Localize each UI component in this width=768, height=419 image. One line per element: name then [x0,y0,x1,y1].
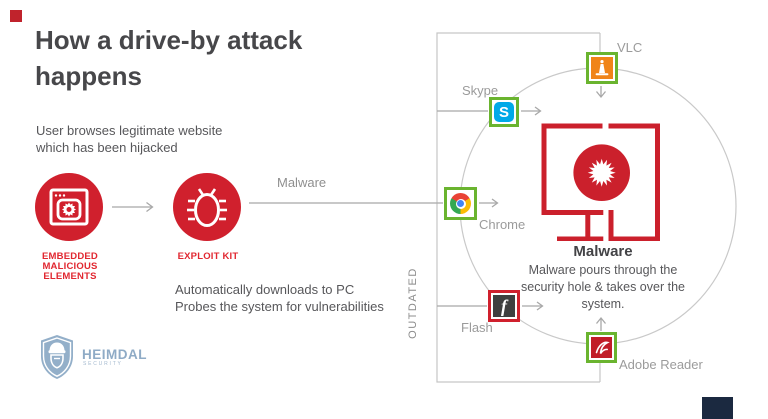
chrome-logo [450,193,471,214]
embedded-malicious-step [35,173,103,241]
malware-heading: Malware [573,243,633,260]
skype-icon: S [489,97,519,127]
intro-text: User browses legitimate website which ha… [36,123,223,155]
malware-description: Malware pours through the security hole … [521,263,685,311]
adobe-reader-glyph [595,341,610,354]
chrome-label: Chrome [479,217,526,232]
outdated-zone-rect [436,32,601,383]
page-title: How a drive-by attack happens [35,25,303,91]
adobe-reader-icon [586,332,617,363]
security-wall-graphic [541,123,660,241]
flash-glyph: f [501,295,507,316]
embedded-malicious-label: EMBEDDED MALICIOUS ELEMENTS [42,251,98,282]
adobe-arrow-head [595,316,607,324]
flash-label: Flash [461,320,493,335]
vlc-arrow-head [595,91,607,99]
brand-tagline: SECURITY [83,361,123,367]
vlc-label: VLC [617,40,643,55]
exploit-kit-step [173,173,241,241]
vlc-icon [586,52,618,84]
wall-right-piece [608,123,660,241]
exploit-kit-details: Automatically downloads to PC Probes the… [175,282,384,314]
heimdal-logo: HEIMDAL SECURITY [38,334,178,384]
vlc-cone-icon [595,60,609,76]
skype-glyph: S [498,103,509,121]
skype-arrow-head [534,106,542,116]
wall-left-piece [541,123,604,215]
skype-label: Skype [462,83,499,98]
bug-icon [187,188,227,227]
flash-arrow-head [536,301,544,311]
browser-malware-icon [49,188,89,226]
step-arrow-head [146,201,154,213]
viking-shield-icon [41,335,73,379]
exploit-kit-label: EXPLOIT KIT [177,251,239,262]
chrome-icon [444,187,477,220]
brand-name: HEIMDAL [82,347,147,362]
chrome-arrow-head [491,198,499,208]
malware-arrow-label: Malware [277,175,327,190]
corner-accent-navy [702,397,733,419]
adobe-reader-label: Adobe Reader [619,357,703,372]
corner-accent-red [10,10,22,22]
flash-icon: f [488,290,520,322]
